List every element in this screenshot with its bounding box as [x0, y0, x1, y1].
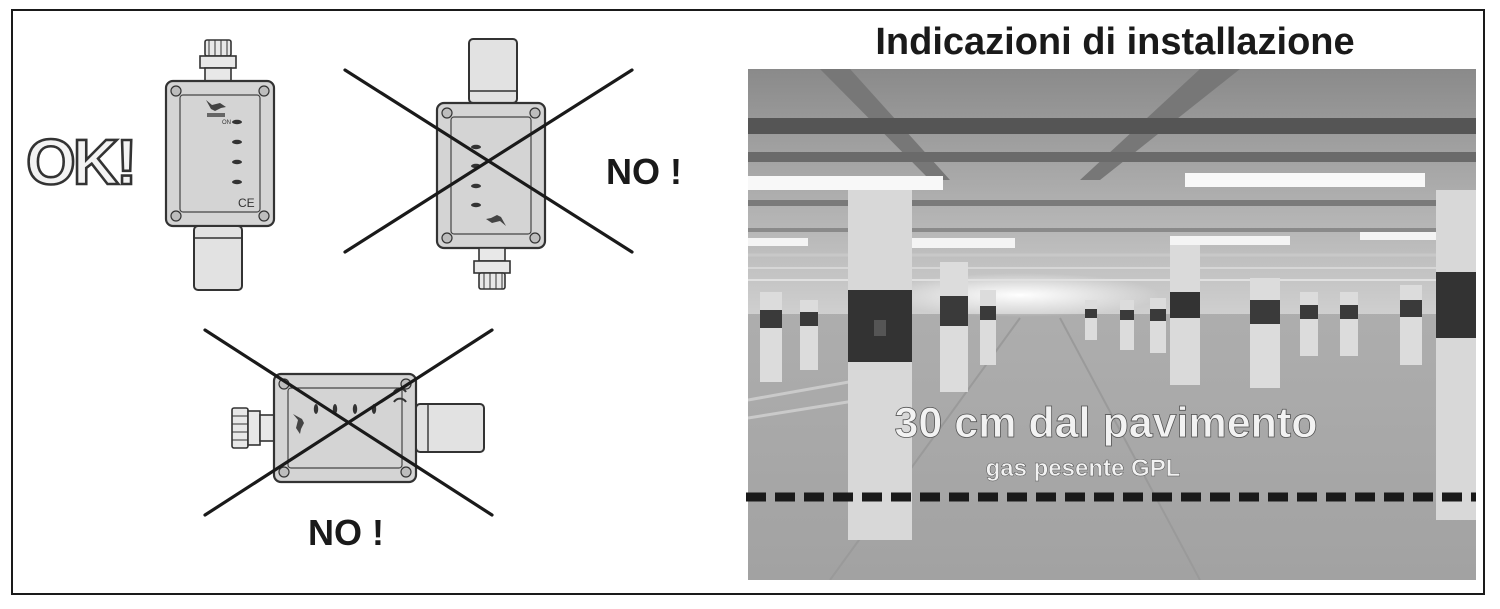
no-label-right: NO ! [606, 151, 682, 192]
device-upside-down [343, 38, 634, 290]
parking-photo [748, 69, 1476, 580]
device-horizontal [203, 328, 494, 517]
cable-gland-bottom [473, 247, 511, 290]
cross-mark [203, 328, 494, 517]
brand-logo-icon [293, 414, 304, 434]
no-label-bottom: NO ! [308, 512, 384, 553]
device-on-label: ON [222, 120, 231, 126]
ok-label: OK! [26, 126, 134, 198]
ce-mark: CE [238, 196, 255, 210]
cable-gland-top [199, 39, 237, 82]
cross-mark [343, 68, 634, 254]
gas-type-label: gas pesente GPL [986, 455, 1181, 482]
sensor-head-side [415, 403, 485, 453]
cable-gland-left [231, 407, 275, 449]
page-title: Indicazioni di installazione [875, 21, 1354, 63]
distance-label: 30 cm dal pavimento [895, 399, 1318, 447]
sensor-head-up [468, 38, 518, 104]
brand-logo-icon [486, 215, 506, 226]
device-correct: ON CE [164, 39, 276, 291]
sensor-head-down [193, 225, 243, 291]
brand-logo-icon [206, 100, 226, 111]
